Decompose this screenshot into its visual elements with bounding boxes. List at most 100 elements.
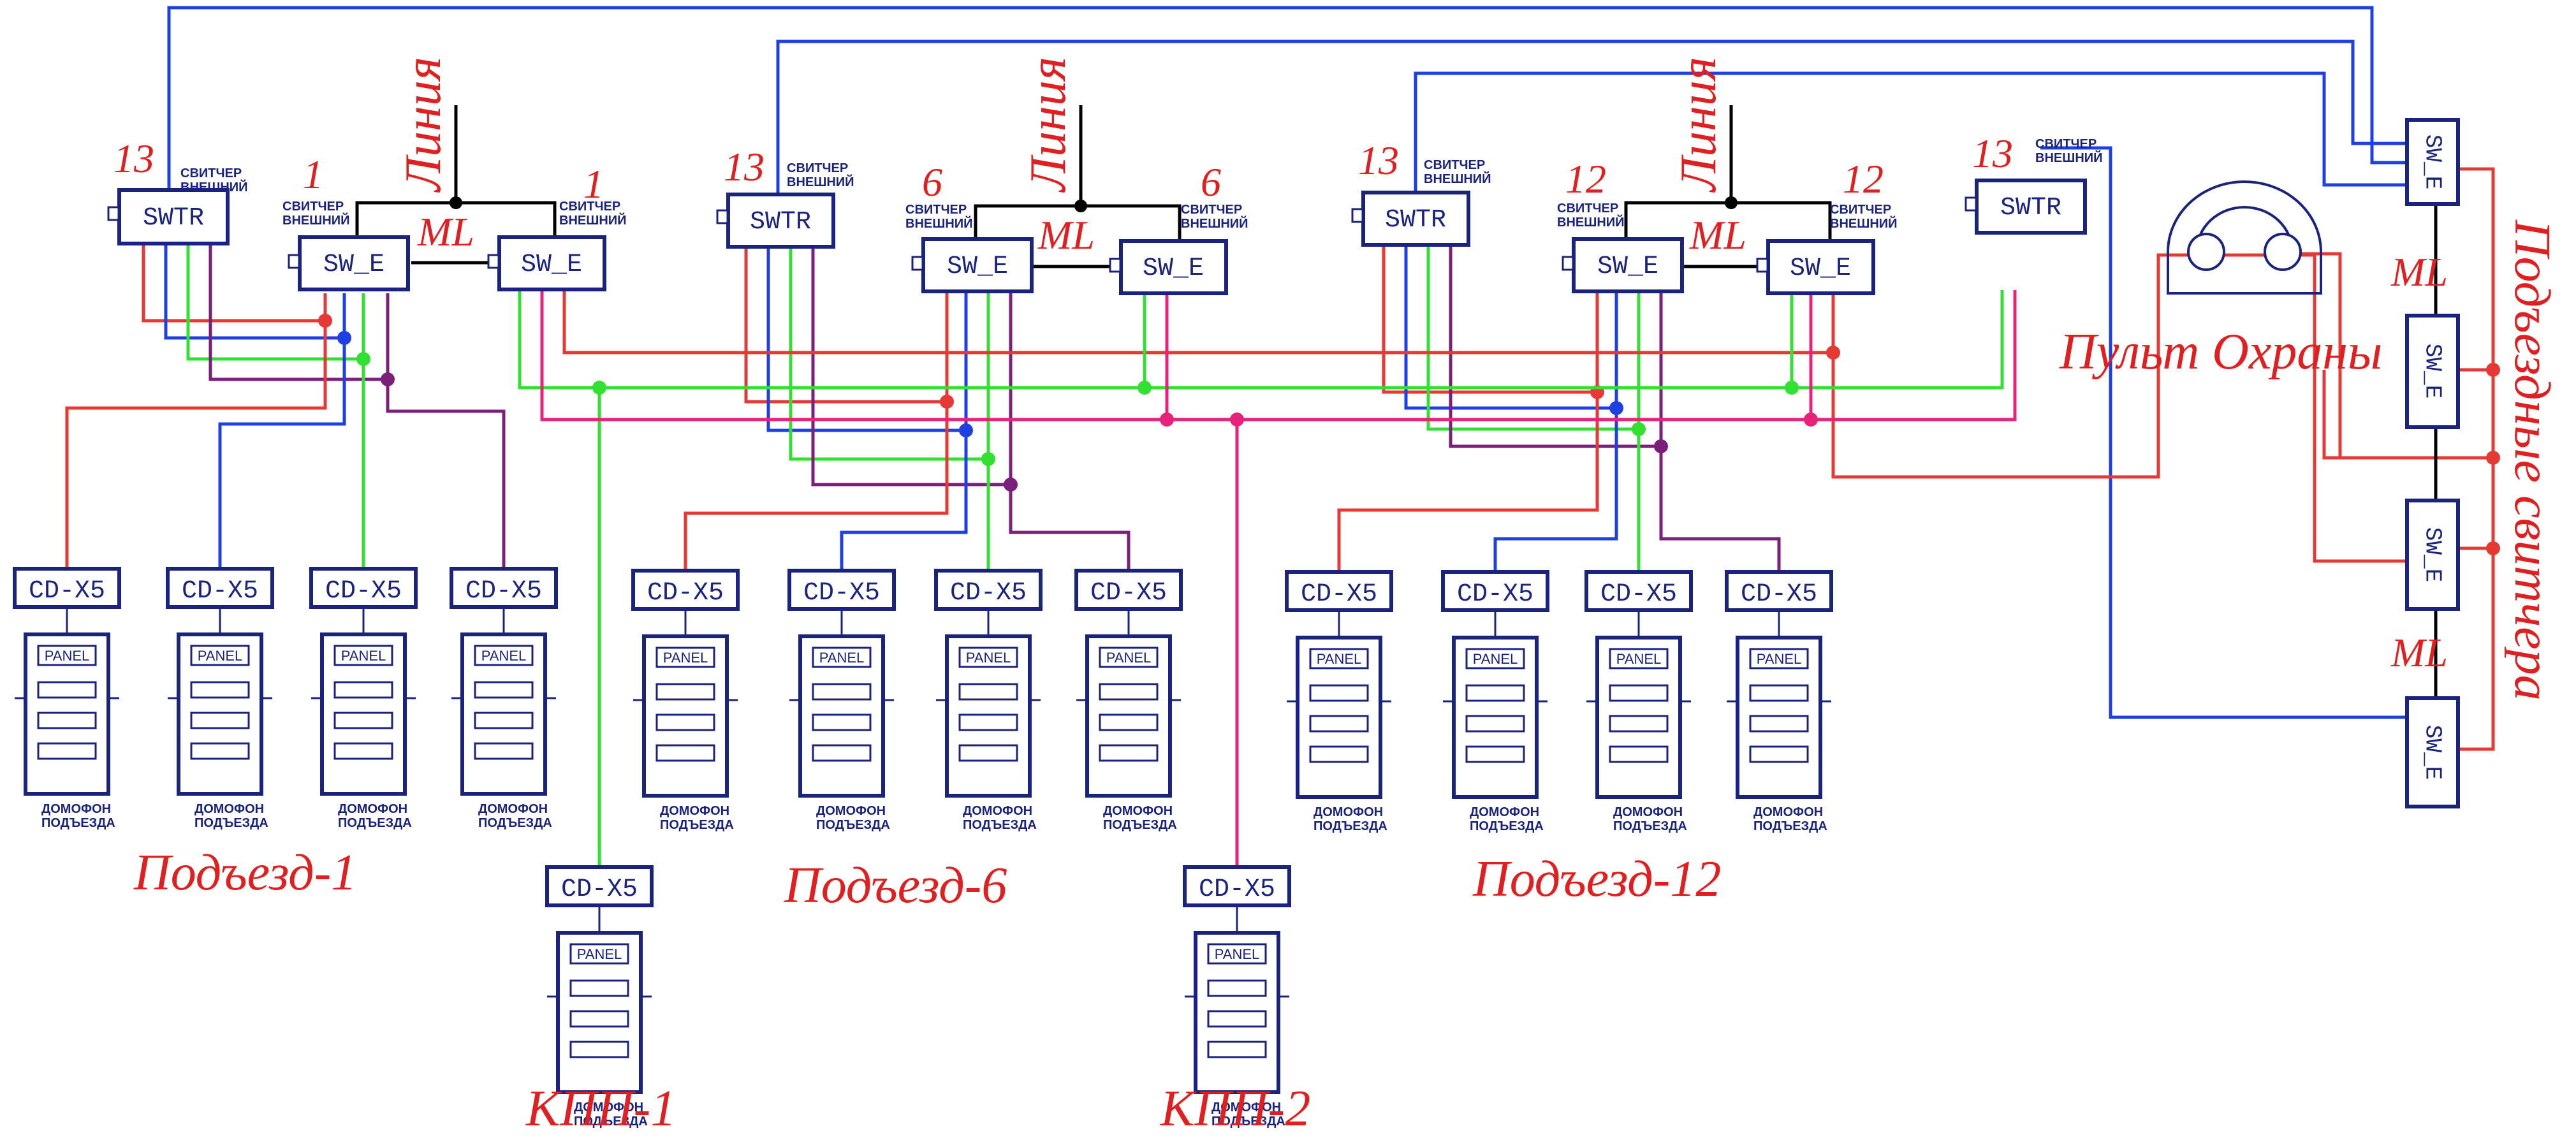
panel-label: PANEL xyxy=(966,650,1011,666)
intercom-line1: ДОМОФОН xyxy=(963,804,1032,818)
svg-text:ВНЕШНИЙ: ВНЕШНИЙ xyxy=(1830,216,1898,231)
sw-e-vertical-4: SW_E xyxy=(2405,696,2460,808)
label-6-left: 6 xyxy=(922,159,942,205)
svg-text:SW_E: SW_E xyxy=(521,251,582,279)
svg-text:SW_E: SW_E xyxy=(2419,725,2445,780)
label-entrance-6: Подъезд-6 xyxy=(784,858,1007,914)
top-blue-wires xyxy=(167,6,2417,719)
svg-text:ВНЕШНИЙ: ВНЕШНИЙ xyxy=(2035,150,2103,165)
sw-e-group6-right: SW_E СВИТЧЕР ВНЕШНИЙ xyxy=(1109,203,1248,295)
intercom-line2: ПОДЪЕЗДА xyxy=(194,816,268,830)
svg-text:ВНЕШНИЙ: ВНЕШНИЙ xyxy=(905,216,973,231)
intercom-line2: ПОДЪЕЗДА xyxy=(1753,819,1827,833)
intercom-line1: ДОМОФОН xyxy=(1753,805,1823,819)
cd-x5-label: CD-X5 xyxy=(1457,580,1533,609)
label-ml-right-1: ML xyxy=(2390,249,2448,295)
intercom-line1: ДОМОФОН xyxy=(338,802,407,816)
intercom-line2: ПОДЪЕЗДА xyxy=(1613,819,1687,833)
svg-text:СВИТЧЕР: СВИТЧЕР xyxy=(905,203,967,217)
svg-text:СВИТЧЕР: СВИТЧЕР xyxy=(1424,158,1485,172)
svg-text:SWTR: SWTR xyxy=(1385,206,1446,235)
label-kpp-2: КПП-2 xyxy=(1160,1081,1310,1137)
label-entrance-1: Подъезд-1 xyxy=(133,845,356,901)
cd-x5-label: CD-X5 xyxy=(465,577,542,606)
intercom-line1: ДОМОФОН xyxy=(660,804,729,818)
svg-text:SW_E: SW_E xyxy=(2419,135,2445,189)
sw-e-group6-left: SW_E СВИТЧЕР ВНЕШНИЙ xyxy=(905,203,1034,293)
cd-x5-label: CD-X5 xyxy=(1741,580,1817,609)
intercom-line1: ДОМОФОН xyxy=(1613,805,1683,819)
swtr-12: SWTR СВИТЧЕР ВНЕШНИЙ xyxy=(1351,158,1491,247)
intercom-line2: ПОДЪЕЗДА xyxy=(41,816,115,830)
svg-text:SW_E: SW_E xyxy=(2419,344,2445,398)
intercom-line1: ДОМОФОН xyxy=(194,802,264,816)
sw-e-vertical-1: SW_E xyxy=(2405,118,2460,206)
label-6-right: 6 xyxy=(1201,159,1221,205)
label-ml-g6: ML xyxy=(1037,212,1095,258)
right-switcher-wires xyxy=(2295,167,2500,751)
cd-x5-label: CD-X5 xyxy=(1301,580,1377,609)
intercom-line2: ПОДЪЕЗДА xyxy=(660,818,734,832)
label-1-left: 1 xyxy=(303,152,323,197)
label-kpp-1: КПП-1 xyxy=(525,1081,676,1137)
panel-label: PANEL xyxy=(663,650,708,666)
svg-text:СВИТЧЕР: СВИТЧЕР xyxy=(282,200,344,214)
cd-x5-label: CD-X5 xyxy=(182,577,258,606)
external-wires xyxy=(518,253,2417,866)
label-line-g6: Линия xyxy=(1020,57,1076,193)
sw-e-group12-right: SW_E СВИТЧЕР ВНЕШНИЙ xyxy=(1756,203,1898,295)
label-ml-g12: ML xyxy=(1689,212,1746,258)
svg-text:ВНЕШНИЙ: ВНЕШНИЙ xyxy=(1557,214,1625,230)
intercom-line2: ПОДЪЕЗДА xyxy=(1211,1114,1285,1129)
sw-e-group12-left: SW_E СВИТЧЕР ВНЕШНИЙ xyxy=(1557,201,1684,293)
panel-label: PANEL xyxy=(481,648,527,664)
label-13-g6: 13 xyxy=(724,144,765,189)
intercom-line2: ПОДЪЕЗДА xyxy=(1470,819,1544,833)
intercom-line1: ДОМОФОН xyxy=(1103,804,1173,818)
intercom-line2: ПОДЪЕЗДА xyxy=(574,1114,648,1129)
svg-text:ВНЕШНИЙ: ВНЕШНИЙ xyxy=(1424,171,1491,186)
label-line-g12: Линия xyxy=(1671,57,1727,193)
panel-label: PANEL xyxy=(1757,651,1802,667)
group-6-wires xyxy=(684,105,1182,571)
svg-text:SWTR: SWTR xyxy=(2000,194,2061,223)
svg-text:ВНЕШНИЙ: ВНЕШНИЙ xyxy=(1181,216,1248,231)
label-13-g12: 13 xyxy=(1358,138,1399,183)
label-security-console: Пульт Охраны xyxy=(2059,324,2382,380)
swtr-label: SWTR xyxy=(143,204,204,233)
sw-e-group1-right: SW_E СВИТЧЕР ВНЕШНИЙ xyxy=(487,200,627,291)
panel-label: PANEL xyxy=(1616,651,1662,667)
label-ml-g1: ML xyxy=(417,209,474,254)
panel-label: PANEL xyxy=(45,648,90,664)
cd-x5-label: CD-X5 xyxy=(561,875,638,904)
cd-x5-label: CD-X5 xyxy=(803,579,880,608)
svg-text:СВИТЧЕР: СВИТЧЕР xyxy=(180,166,242,180)
cd-x5-label: CD-X5 xyxy=(1199,875,1275,904)
intercom-line1: ДОМОФОН xyxy=(478,802,548,816)
panel-label: PANEL xyxy=(1473,651,1518,667)
annotations: 13 1 1 ML Линия 13 6 6 ML Линия 13 12 12… xyxy=(113,57,2560,1137)
svg-text:СВИТЧЕР: СВИТЧЕР xyxy=(787,161,848,175)
swtr-6: SWTR СВИТЧЕР ВНЕШНИЙ xyxy=(716,161,854,249)
svg-text:СВИТЧЕР: СВИТЧЕР xyxy=(1830,203,1891,217)
cd-x5-label: CD-X5 xyxy=(1600,580,1677,609)
intercom-line1: ДОМОФОН xyxy=(574,1100,643,1114)
cd-x5-label: CD-X5 xyxy=(647,579,724,608)
group-12-wires xyxy=(1337,105,1832,572)
swtr-1: SWTR СВИТЧЕР ВНЕШНИЙ xyxy=(107,166,248,245)
svg-text:SW_E: SW_E xyxy=(947,252,1008,281)
sw-e-vertical-3: SW_E xyxy=(2405,499,2460,611)
svg-text:СВИТЧЕР: СВИТЧЕР xyxy=(559,200,620,214)
svg-text:SW_E: SW_E xyxy=(1143,254,1204,283)
